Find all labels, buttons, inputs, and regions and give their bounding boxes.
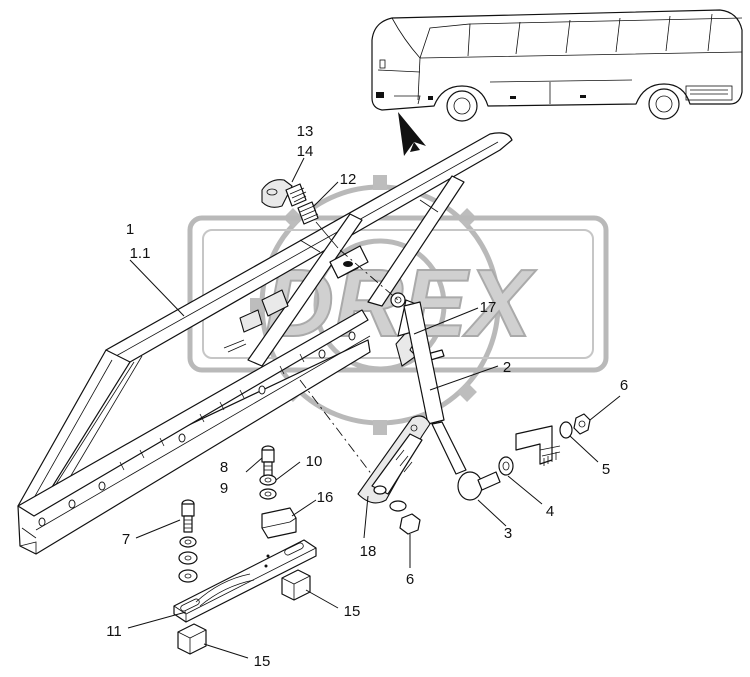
callout-17: 17 bbox=[480, 299, 497, 316]
lock-bracket bbox=[357, 415, 431, 535]
callout-6-bottom: 6 bbox=[406, 571, 414, 588]
callout-9: 9 bbox=[220, 480, 228, 497]
hatch-frame bbox=[17, 132, 513, 555]
strut-mount-hardware bbox=[498, 413, 591, 476]
callout-1-1: 1.1 bbox=[130, 245, 151, 262]
callout-18: 18 bbox=[360, 543, 377, 560]
callout-11: 11 bbox=[106, 623, 122, 640]
callout-4: 4 bbox=[546, 503, 554, 520]
callout-6-top: 6 bbox=[620, 377, 628, 394]
callout-15-upper: 15 bbox=[344, 603, 361, 620]
callout-13: 13 bbox=[297, 123, 314, 140]
bolt-stack-left bbox=[178, 499, 198, 583]
leader-lines bbox=[127, 157, 621, 659]
callout-labels: 13 14 12 1 1.1 17 2 6 5 8 9 10 16 7 4 3 … bbox=[106, 123, 628, 670]
assembly-line-bracket bbox=[299, 379, 383, 489]
rubber-block-upper bbox=[281, 569, 311, 601]
watermark-frame bbox=[187, 215, 609, 373]
callout-7: 7 bbox=[122, 531, 130, 548]
bus-illustration bbox=[371, 9, 743, 122]
callout-16: 16 bbox=[317, 489, 334, 506]
bolt-stack-center bbox=[259, 445, 277, 500]
callout-3: 3 bbox=[504, 525, 512, 542]
pointer-arrow bbox=[398, 112, 426, 156]
latch-knob-assembly bbox=[261, 179, 339, 249]
callout-15-lower: 15 bbox=[254, 653, 271, 670]
small-bracket bbox=[261, 507, 297, 539]
rubber-block-lower bbox=[177, 623, 207, 655]
callout-10: 10 bbox=[306, 453, 323, 470]
callout-12: 12 bbox=[340, 171, 357, 188]
callout-8: 8 bbox=[220, 459, 228, 476]
assembly-line-pin bbox=[339, 249, 399, 301]
callout-1: 1 bbox=[126, 221, 134, 238]
callout-5: 5 bbox=[602, 461, 610, 478]
callout-2: 2 bbox=[503, 359, 511, 376]
callout-14: 14 bbox=[297, 143, 314, 160]
base-plate bbox=[173, 539, 317, 623]
gas-strut bbox=[403, 301, 501, 501]
